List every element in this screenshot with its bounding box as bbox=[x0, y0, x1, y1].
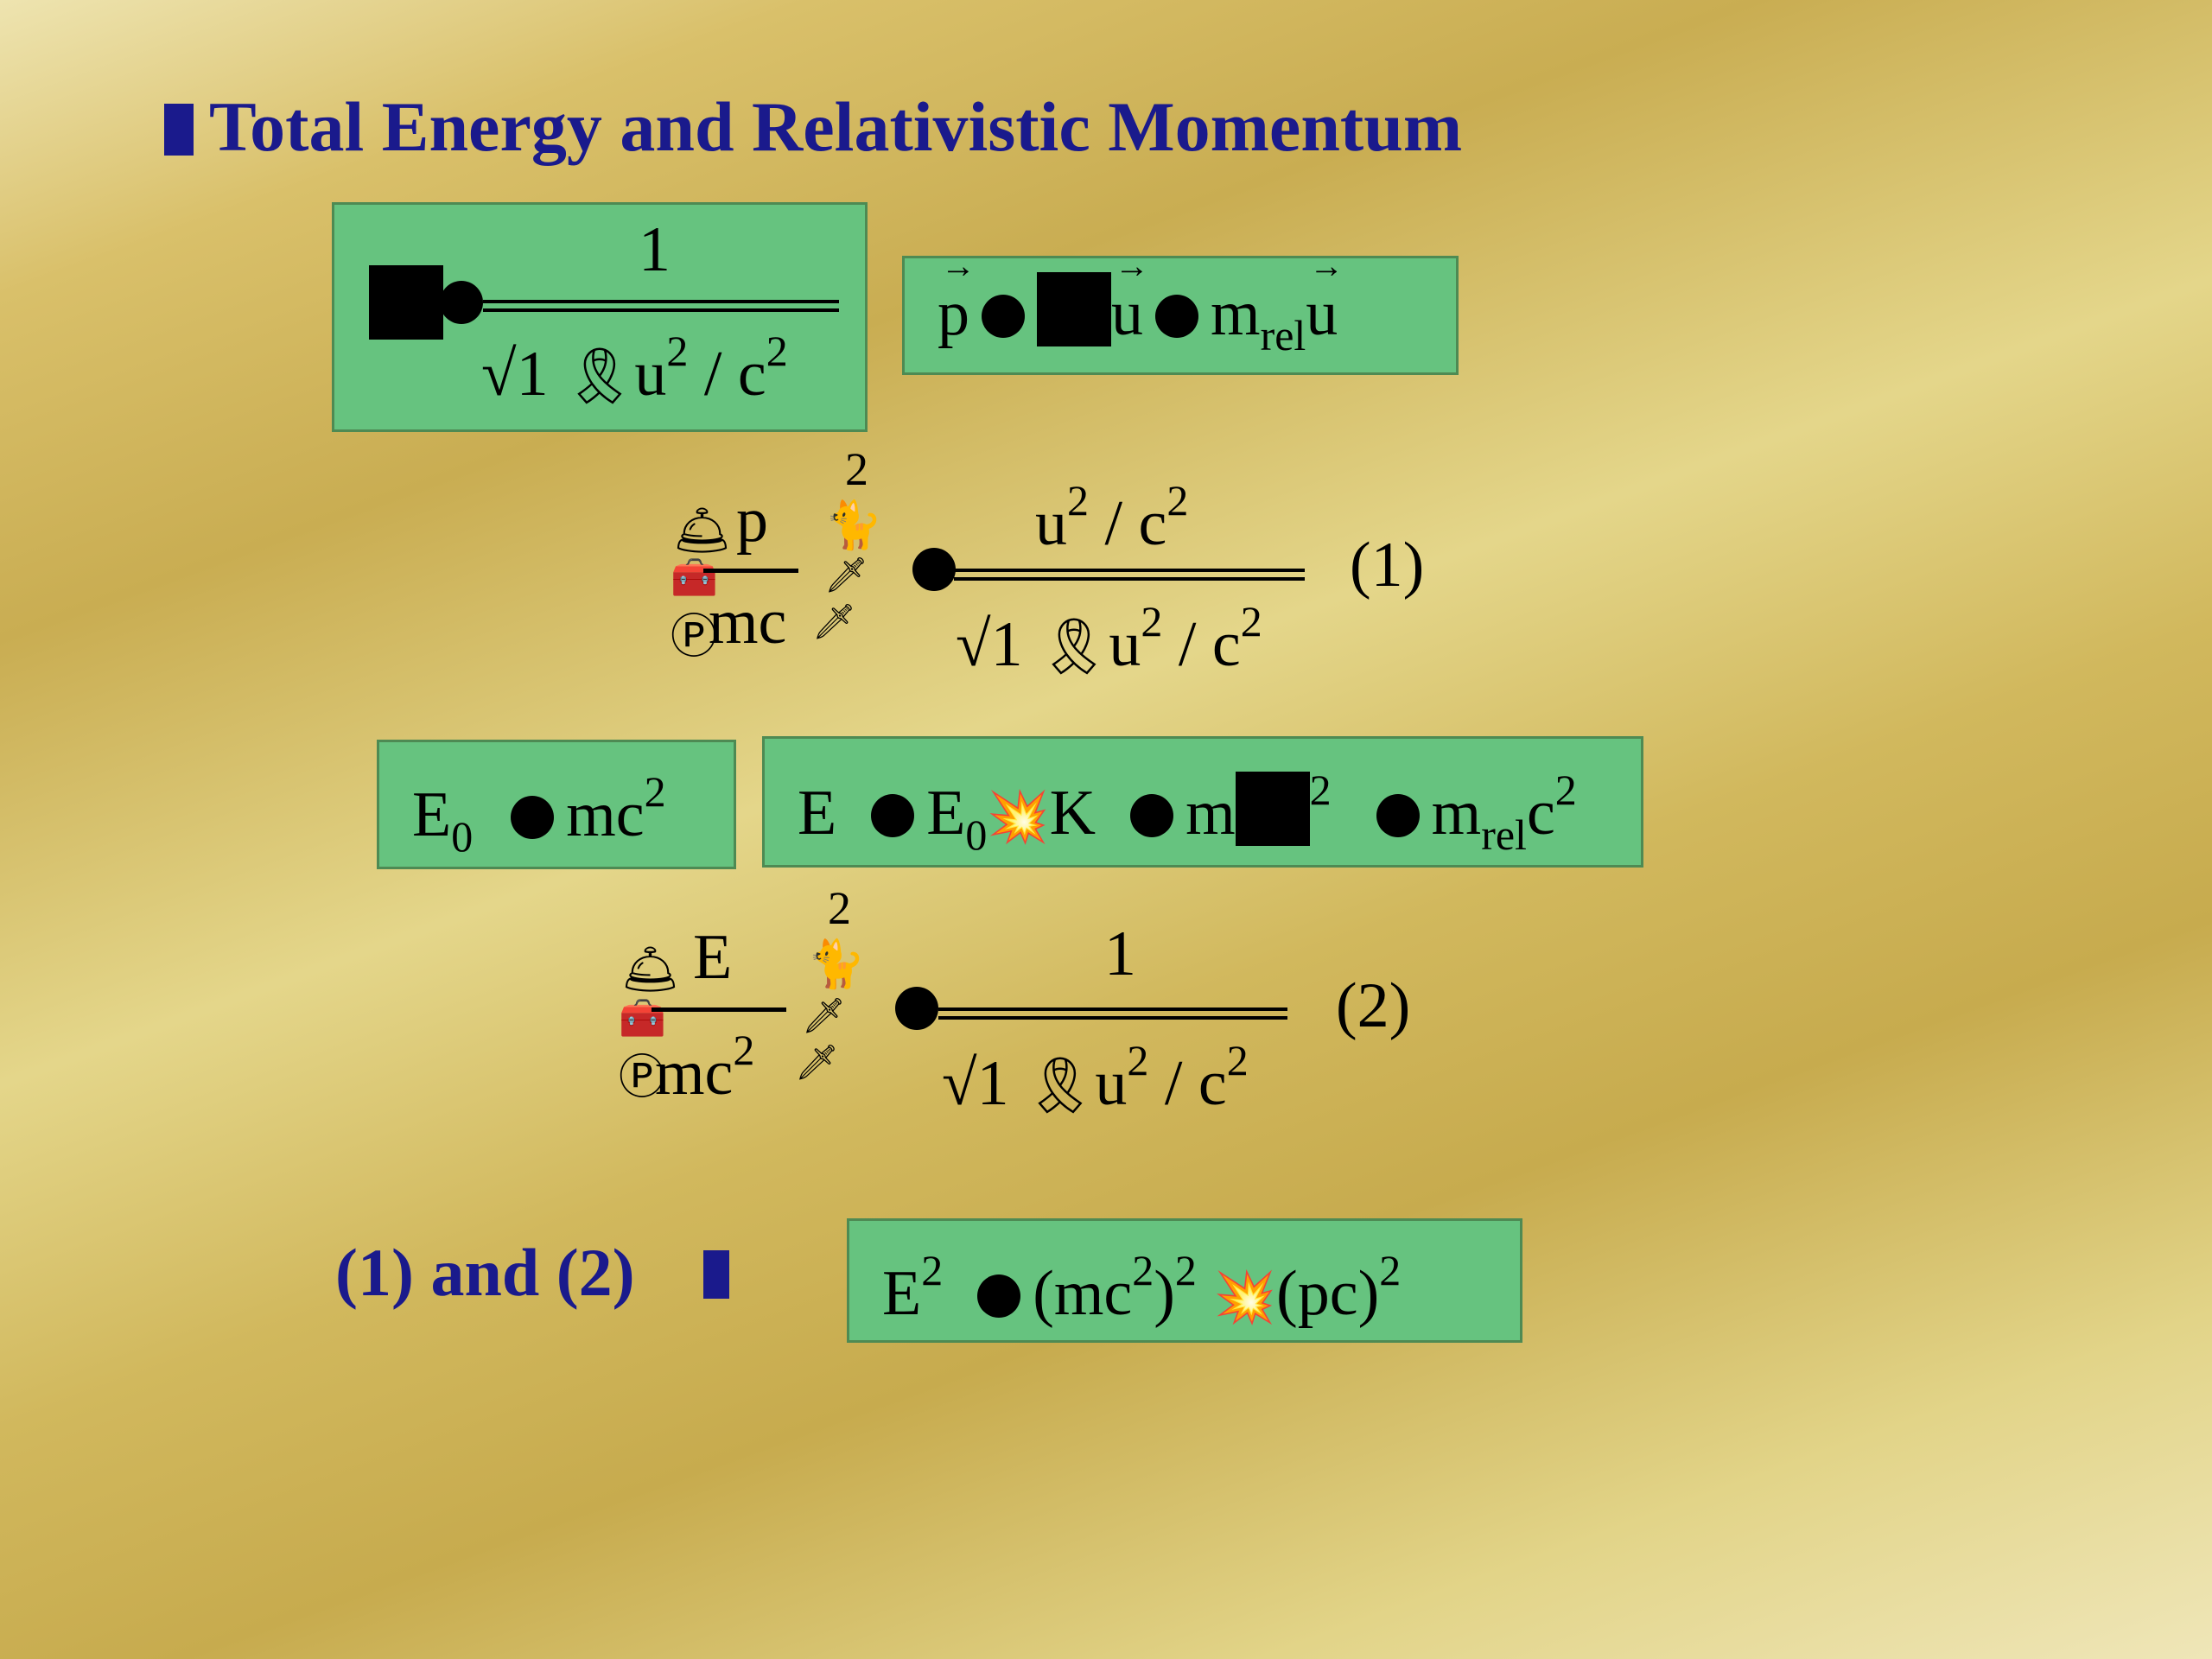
left-paren-icon-bottom: Ⓟ bbox=[671, 609, 717, 664]
right-paren-icon-top: 🐈 bbox=[824, 498, 883, 552]
plus-burst-icon: 💥 bbox=[1213, 1268, 1277, 1326]
eq1-outer-exp: 2 bbox=[845, 443, 868, 495]
right-paren-icon-top: 🐈 bbox=[807, 937, 866, 991]
gamma-formula-box: 1 √1 🎗u2 / c2 bbox=[332, 202, 868, 432]
energy-momentum-formula: E2(mc2)2💥(pc)2 bbox=[882, 1246, 1402, 1329]
equation-1: 🛎 🧰 Ⓟ p mc 2 🐈 🗡 🗡 u2 / c2 √1 🎗u2 / c2 (… bbox=[665, 443, 1443, 691]
equals-dot bbox=[982, 295, 1025, 338]
footer-label: (1) and (2) bbox=[335, 1234, 730, 1312]
minus-ribbon-icon: 🎗 bbox=[564, 345, 635, 409]
bullet-icon bbox=[164, 104, 194, 156]
equals-dot-2 bbox=[1155, 295, 1198, 338]
left-paren-icon-mid: 🧰 bbox=[671, 556, 718, 600]
equals-dot bbox=[895, 987, 938, 1030]
m-rel: m bbox=[1211, 278, 1261, 349]
eq2-lhs-bar bbox=[652, 1007, 786, 1012]
right-paren-icon-bottom: 🗡 bbox=[795, 1043, 839, 1083]
minus-ribbon-icon: 🎗 bbox=[1039, 615, 1109, 679]
denom-one: 1 bbox=[516, 339, 549, 410]
left-paren-icon: 🛎 bbox=[672, 503, 732, 557]
eq2-lhs-den: mc2 bbox=[655, 1026, 755, 1109]
eq1-lhs-num: p bbox=[736, 485, 768, 556]
denom-slash-c: / c bbox=[703, 339, 766, 410]
left-paren-icon-bottom: Ⓟ bbox=[619, 1050, 665, 1104]
equals-dot bbox=[440, 281, 483, 324]
right-paren-icon-bottom: 🗡 bbox=[812, 602, 856, 642]
denom-u: u bbox=[634, 339, 667, 410]
minus-ribbon-icon: 🎗 bbox=[1025, 1054, 1096, 1118]
u-arrow: → bbox=[1115, 246, 1149, 285]
equals-dot bbox=[511, 796, 555, 839]
energy-momentum-relation-box: E2(mc2)2💥(pc)2 bbox=[847, 1218, 1522, 1343]
right-paren-icon-mid: 🗡 bbox=[824, 556, 868, 595]
gamma-symbol-block bbox=[369, 265, 443, 340]
eq1-rhs-num: u2 / c2 bbox=[1035, 476, 1189, 559]
eq1-fraction-bar bbox=[954, 569, 1305, 581]
equation-2: 🛎 🧰 Ⓟ E mc2 2 🐈 🗡 🗡 1 √1 🎗u2 / c2 (2) bbox=[613, 882, 1443, 1137]
gamma-denominator: √1 🎗u2 / c2 bbox=[481, 326, 788, 411]
footer-label-text: (1) and (2) bbox=[335, 1235, 635, 1310]
eq2-outer-exp: 2 bbox=[828, 882, 851, 934]
eq1-label: (1) bbox=[1350, 530, 1425, 601]
implies-icon bbox=[703, 1250, 730, 1299]
eq1-lhs-bar bbox=[703, 569, 798, 573]
denom-exp1: 2 bbox=[666, 327, 689, 375]
p-arrow: → bbox=[941, 246, 976, 285]
plus-burst-icon: 💥 bbox=[987, 787, 1050, 846]
equals-dot bbox=[871, 794, 915, 837]
m-rel-sub: rel bbox=[1260, 311, 1306, 359]
left-paren-icon: 🛎 bbox=[620, 942, 680, 996]
right-paren-icon-mid: 🗡 bbox=[802, 996, 846, 1036]
momentum-formula: p→u→mrelu→ bbox=[938, 246, 1344, 360]
equals-dot bbox=[977, 1274, 1021, 1318]
gamma-block bbox=[1235, 772, 1310, 846]
slide-title: Total Energy and Relativistic Momentum bbox=[164, 86, 1462, 168]
gamma-numerator: 1 bbox=[639, 214, 671, 285]
eq2-rhs-num: 1 bbox=[1104, 918, 1136, 989]
left-paren-icon-mid: 🧰 bbox=[619, 996, 666, 1040]
equals-dot bbox=[912, 548, 956, 591]
eq2-label: (2) bbox=[1336, 970, 1411, 1041]
equals-dot-2 bbox=[1130, 794, 1174, 837]
p-vector: p→ bbox=[938, 246, 976, 349]
fraction-bar bbox=[483, 300, 839, 312]
eq2-fraction-bar bbox=[938, 1007, 1287, 1020]
gamma-block bbox=[1037, 272, 1111, 346]
eq2-lhs-num: E bbox=[693, 922, 733, 993]
momentum-formula-box: p→u→mrelu→ bbox=[902, 246, 1459, 375]
eq1-lhs-den: mc bbox=[709, 587, 787, 658]
slide-title-text: Total Energy and Relativistic Momentum bbox=[209, 87, 1463, 166]
eq1-rhs-den: √1 🎗u2 / c2 bbox=[956, 597, 1262, 680]
denom-exp2: 2 bbox=[766, 327, 788, 375]
equals-dot-3 bbox=[1376, 794, 1420, 837]
u-vector-2: u→ bbox=[1306, 246, 1344, 349]
u-vector: u→ bbox=[1111, 246, 1149, 349]
sqrt-sign: √ bbox=[481, 339, 517, 410]
eq2-rhs-den: √1 🎗u2 / c2 bbox=[942, 1036, 1249, 1119]
u-arrow-2: → bbox=[1309, 246, 1344, 285]
